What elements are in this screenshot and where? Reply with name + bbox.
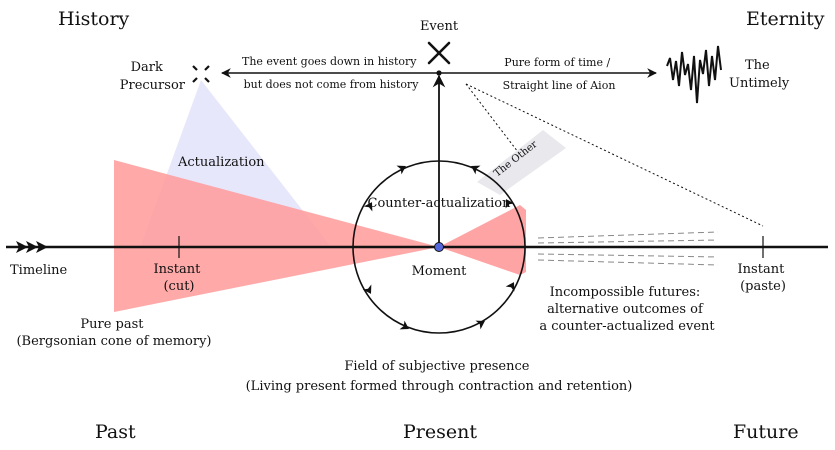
moment-dot [434, 242, 444, 252]
label-event: Event [420, 19, 459, 34]
label-aion: Pure form of time / Straight line of Aio… [503, 56, 616, 92]
future-cone [439, 205, 526, 275]
label-counter-actualization: Counter-actualization [368, 196, 512, 211]
label-past: Past [95, 421, 136, 443]
label-event-history: The event goes down in history but does … [242, 55, 420, 91]
incompossible-future-lines [537, 231, 719, 266]
event-x-icon [427, 41, 451, 65]
dotted-line-paste [465, 83, 764, 227]
label-untimely: The Untimely [729, 58, 790, 91]
label-instant-paste: Instant (paste) [738, 262, 789, 294]
label-incompossible-futures: Incompossible futures: alternative outco… [539, 285, 715, 334]
event-node [436, 70, 442, 76]
circle-arrows [362, 165, 515, 330]
label-pure-past: Pure past (Bergsonian cone of memory) [16, 317, 211, 349]
pure-past-cone [114, 160, 439, 312]
timeline-arrowheads [16, 241, 48, 253]
label-instant-cut: Instant (cut) [154, 262, 205, 294]
untimely-signal-icon [666, 45, 722, 104]
label-timeline: Timeline [10, 263, 68, 278]
label-field-of-presence: Field of subjective presence (Living pre… [246, 359, 633, 394]
label-moment: Moment [412, 264, 468, 279]
label-eternity: Eternity [746, 8, 825, 30]
dotted-line-other [465, 83, 519, 153]
label-dark-precursor: Dark Precursor [120, 60, 186, 93]
dark-precursor-icon [192, 65, 210, 83]
label-history: History [58, 8, 130, 30]
label-future: Future [733, 421, 799, 443]
label-present: Present [403, 421, 477, 443]
label-actualization: Actualization [177, 155, 265, 170]
the-other-band [477, 130, 566, 195]
